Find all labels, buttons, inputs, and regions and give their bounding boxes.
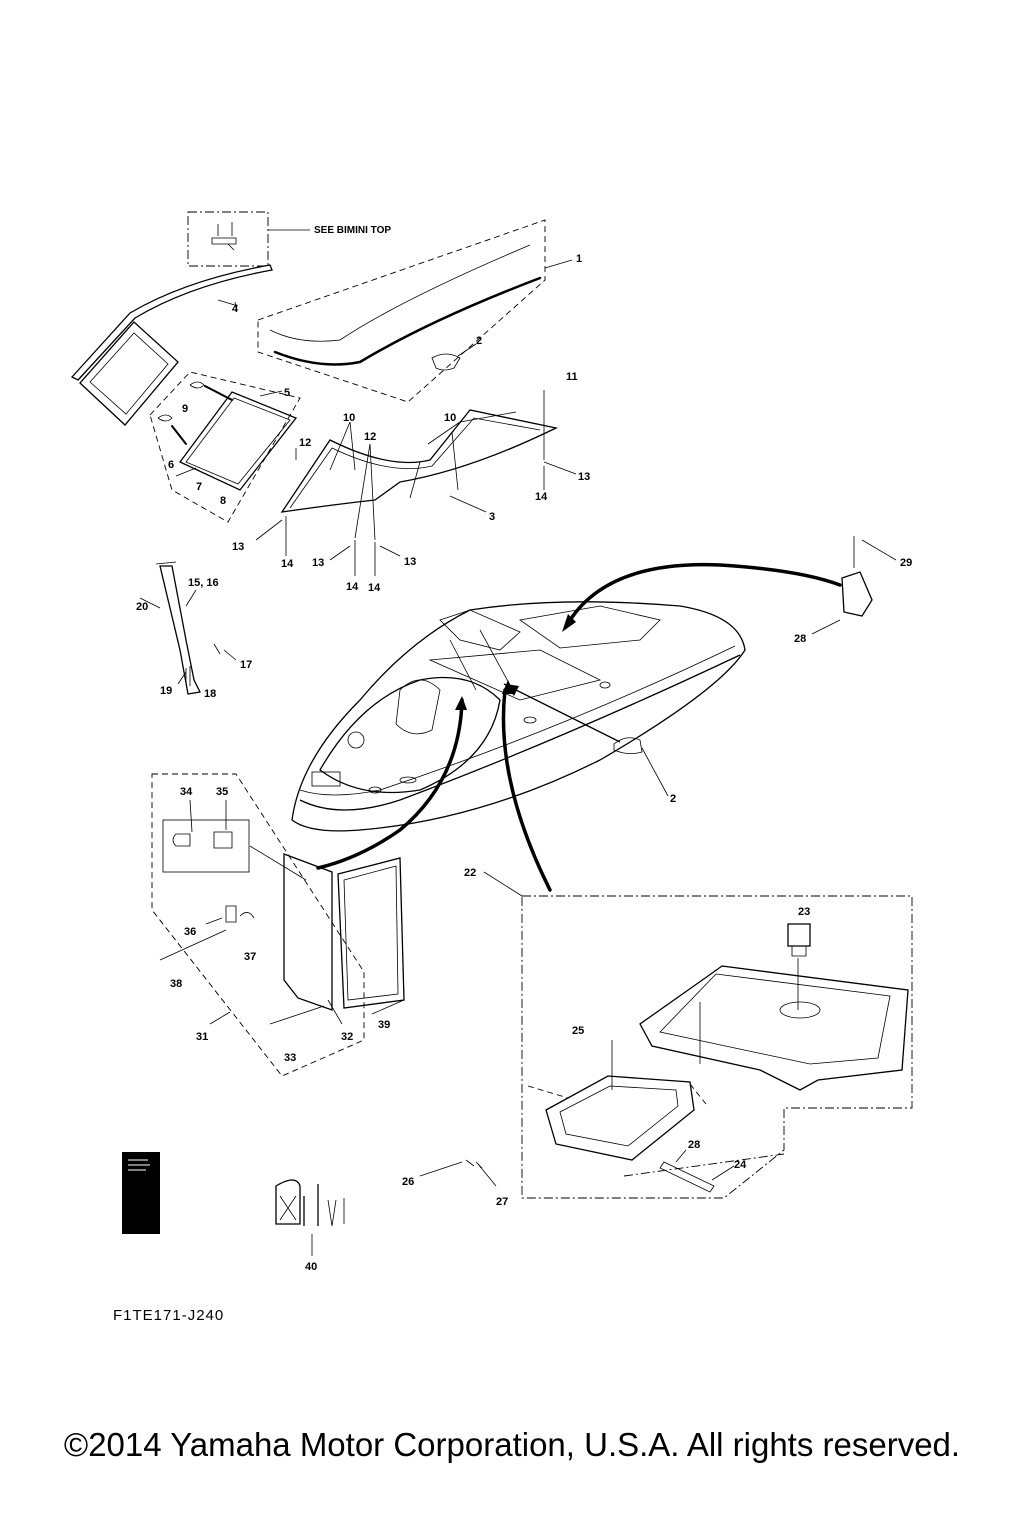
callout-13b: 13 — [232, 541, 244, 553]
callout-15-16: 15, 16 — [188, 577, 219, 589]
callout-2b: 2 — [670, 793, 676, 805]
tool-kit-39 — [275, 1179, 345, 1256]
routing-arrows — [316, 562, 842, 892]
callout-2: 2 — [476, 335, 482, 347]
callout-26: 27 — [496, 1196, 508, 1208]
glass-panel-group — [149, 371, 301, 523]
windshield-frame — [70, 264, 273, 426]
callout-13c: 13 — [312, 557, 324, 569]
callout-20: 20 — [136, 601, 148, 613]
callout-21: 22 — [464, 867, 476, 879]
callout-39: 40 — [305, 1261, 317, 1273]
callout-12a: 12 — [299, 437, 311, 449]
callout-27: 28 — [688, 1139, 700, 1151]
see-bimini-top-label: SEE BIMINI TOP — [314, 225, 391, 236]
callout-34: 35 — [216, 786, 228, 798]
windshield-trim-box — [257, 219, 546, 403]
callout-35: 36 — [184, 926, 196, 938]
copyright-notice: ©2014 Yamaha Motor Corporation, U.S.A. A… — [63, 1426, 961, 1463]
callout-17: 17 — [240, 659, 252, 671]
callout-29: 29 — [900, 557, 912, 569]
diagram-code: F1TE171-J240 — [113, 1307, 225, 1324]
storage-door-group — [151, 773, 405, 1077]
callout-24: 25 — [572, 1025, 584, 1037]
callout-8: 8 — [220, 495, 226, 507]
owner-manual-40 — [122, 1152, 160, 1234]
callout-4: 4 — [232, 303, 239, 315]
callout-19: 19 — [160, 685, 172, 697]
callout-6: 6 — [168, 459, 174, 471]
callout-7: 7 — [196, 481, 202, 493]
callout-10a: 10 — [343, 412, 355, 424]
callout-5: 5 — [284, 387, 290, 399]
bracket-28-29 — [811, 536, 897, 635]
bimini-reference-box: SEE BIMINI TOP — [187, 211, 391, 267]
callout-25: 26 — [402, 1176, 414, 1188]
callout-11: 11 — [566, 371, 578, 383]
callout-10b: 10 — [444, 412, 456, 424]
callout-14b: 14 — [281, 558, 294, 570]
callout-38: 39 — [378, 1019, 390, 1031]
callout-14a: 14 — [535, 491, 548, 503]
callout-3: 3 — [489, 511, 495, 523]
callout-13d: 13 — [404, 556, 416, 568]
callout-23: 24 — [734, 1159, 747, 1171]
callout-9: 9 — [182, 403, 188, 415]
callout-13a: 13 — [578, 471, 590, 483]
callout-1: 1 — [576, 253, 582, 265]
callout-31: 32 — [341, 1031, 353, 1043]
pole-assembly — [139, 561, 237, 695]
part-2-lower — [613, 737, 643, 754]
callout-labels: 1 2 4 11 5 9 10 10 12 12 6 7 8 13 14 3 1… — [136, 253, 912, 1273]
callout-22: 23 — [798, 906, 810, 918]
callout-12b: 12 — [364, 431, 376, 443]
callout-18: 18 — [204, 688, 216, 700]
callout-37: 38 — [170, 978, 182, 990]
console-assembly — [419, 871, 913, 1199]
callout-33: 34 — [180, 786, 193, 798]
callout-14c: 14 — [346, 581, 359, 593]
leader-lines-top — [234, 259, 577, 576]
callout-14d: 14 — [368, 582, 381, 594]
callout-28: 28 — [794, 633, 806, 645]
callout-36: 37 — [244, 951, 256, 963]
boat-hull — [291, 601, 746, 832]
windshield-glass — [280, 409, 558, 513]
callout-32: 33 — [284, 1052, 296, 1064]
callout-30: 31 — [196, 1031, 208, 1043]
